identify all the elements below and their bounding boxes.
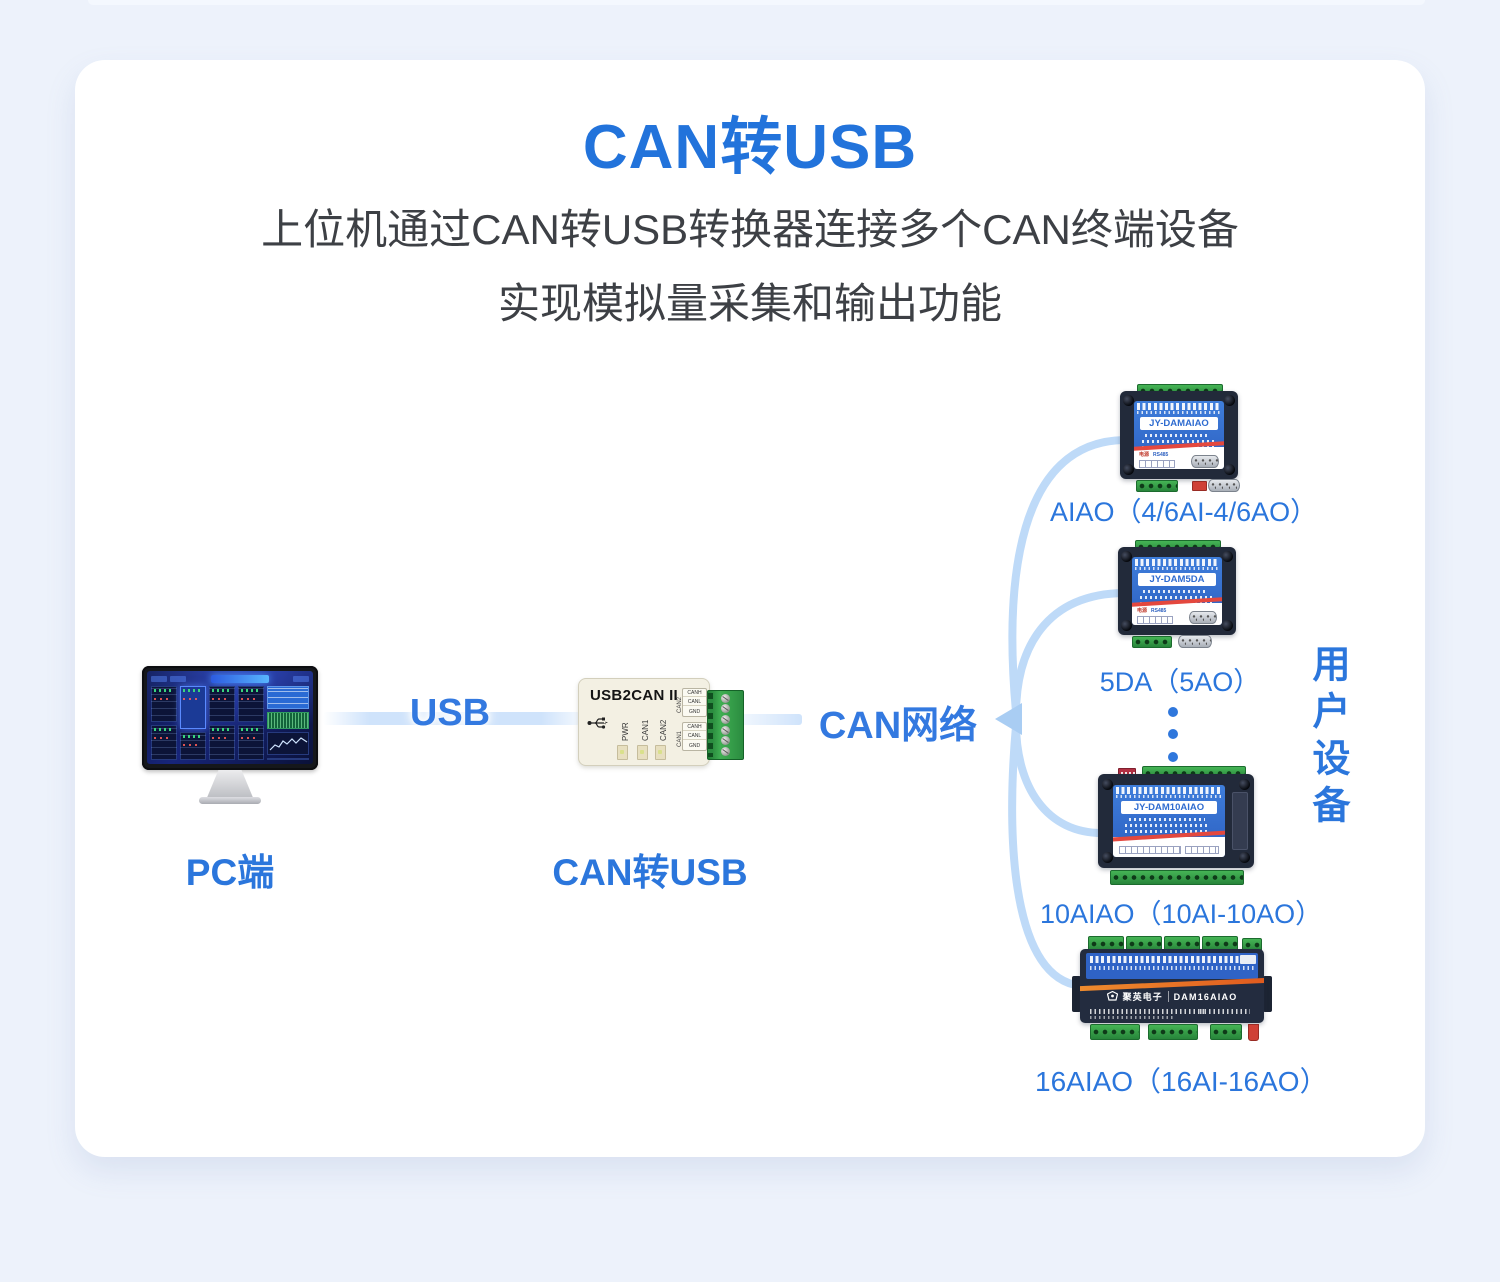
terminal-strip [1210,1024,1242,1040]
device-dam10aiao: JY-DAM10AIAO [1098,766,1254,886]
usb2can-converter: USB2CAN II PWR CAN1 CAN2 CAN2 CANH CANL … [578,676,746,768]
device-frame: JY-DAMAIAO 电源 RS485 [1120,391,1238,479]
pin-canl: CANL [683,699,706,707]
dashboard-panels [151,686,309,760]
pin-box-can1: CANH CANL GND [682,722,707,751]
device-dam16aiao: 聚英电子 DAM16AIAO [1072,936,1272,1042]
can-link-line [742,714,802,725]
connector-block [1192,481,1207,491]
terminal-strip [1132,636,1172,648]
terminal-strip [1090,1024,1140,1040]
usb-trident-icon [587,717,608,729]
mounting-ear [1263,976,1272,1012]
line-chart [267,731,309,755]
more-devices-dot [1168,729,1178,739]
page-title: CAN转USB [582,113,918,182]
terminal-strip [1110,870,1244,885]
dashboard-title-bar [210,675,269,683]
user-devices-label: 用户设备 [1306,644,1348,832]
side-slot [1232,792,1248,850]
pin-gnd: GND [688,742,701,749]
device-model-label: JY-DAMAIAO [1140,417,1218,430]
usb-link-label: USB [409,692,491,734]
device-model-label: JY-DAM10AIAO [1121,801,1217,814]
more-devices-dot [1168,707,1178,717]
device-caption-5da: 5DA（5AO） [1099,667,1261,697]
subtitle-line-2: 实现模拟量采集和输出功能 [497,280,1002,327]
device-caption-10aiao: 10AIAO（10AI-10AO） [1040,899,1323,929]
power-label: 电源 [1139,452,1150,458]
converter-model-label: USB2CAN II [590,687,679,704]
converter-body: USB2CAN II PWR CAN1 CAN2 CAN2 CANH CANL … [578,678,710,766]
pc-monitor [142,666,318,770]
pin-gnd: GND [688,708,701,715]
device-face: JY-DAMAIAO 电源 RS485 [1134,401,1224,469]
usb-link-line [323,712,580,725]
monitor-base [199,797,261,804]
dashboard-header [151,674,309,684]
device-dam5da: JY-DAM5DA 电源 RS485 [1118,540,1236,648]
db9-icon [1191,455,1219,468]
pc-caption: PC端 [185,852,275,893]
device-label-strip: 电源 RS485 [1132,597,1222,625]
dashboard-screen [147,671,313,764]
device-face: JY-DAM5DA 电源 RS485 [1132,557,1222,625]
device-caption-16aiao: 16AIAO（16AI-16AO） [1035,1066,1328,1097]
terminal-strip [1136,480,1178,492]
mounting-ear [1072,976,1081,1012]
power-label: 电源 [1137,608,1148,614]
device-label-strip [1113,830,1225,857]
spec-sticker [1240,955,1256,964]
converter-caption: CAN转USB [552,852,748,893]
bus-label: RS485 [1153,452,1169,458]
pin-canh: CANH [683,690,706,698]
brand-name: 聚英电子 [1122,992,1163,1002]
terminal-strip [1148,1024,1198,1040]
pin-canh: CANH [683,724,706,732]
bus-label: RS485 [1151,608,1167,614]
device-label-strip: 电源 RS485 [1134,441,1224,469]
previous-section-edge [88,0,1425,5]
led-label-pwr: PWR [621,722,630,741]
device-face: JY-DAM10AIAO [1113,785,1225,857]
device-body: 聚英电子 DAM16AIAO [1080,949,1264,1023]
device-frame: JY-DAM10AIAO [1098,774,1254,868]
can-link-label: CAN网络 [818,705,978,747]
db9-connector [1208,479,1240,492]
more-devices-dot [1168,752,1178,762]
can1-led [637,745,648,760]
pin-canl: CANL [683,733,706,741]
converter-terminal-block [707,690,744,760]
device-damaiao: JY-DAMAIAO 电源 RS485 [1120,384,1240,492]
can2-led [655,745,666,760]
db9-connector [1178,635,1212,648]
subtitle-line-1: 上位机通过CAN转USB转换器连接多个CAN终端设备 [261,206,1239,253]
led-label-can1: CAN1 [641,719,650,741]
antenna-connector [1248,1024,1259,1041]
db9-icon [1189,611,1217,624]
device-model-label: DAM16AIAO [1173,991,1238,1002]
spectrum-chart [267,712,309,729]
brand-logo-icon [1106,991,1118,1001]
pwr-led [617,745,628,760]
brand-row: 聚英电子 DAM16AIAO [1080,990,1264,1003]
device-model-label: JY-DAM5DA [1138,573,1216,586]
device-caption-aiao: AIAO（4/6AI-4/6AO） [1050,497,1318,527]
led-label-can2: CAN2 [659,719,668,741]
pin-box-can2: CANH CANL GND [682,688,707,717]
dashboard-sidebar [267,686,309,760]
device-frame: JY-DAM5DA 电源 RS485 [1118,547,1236,635]
